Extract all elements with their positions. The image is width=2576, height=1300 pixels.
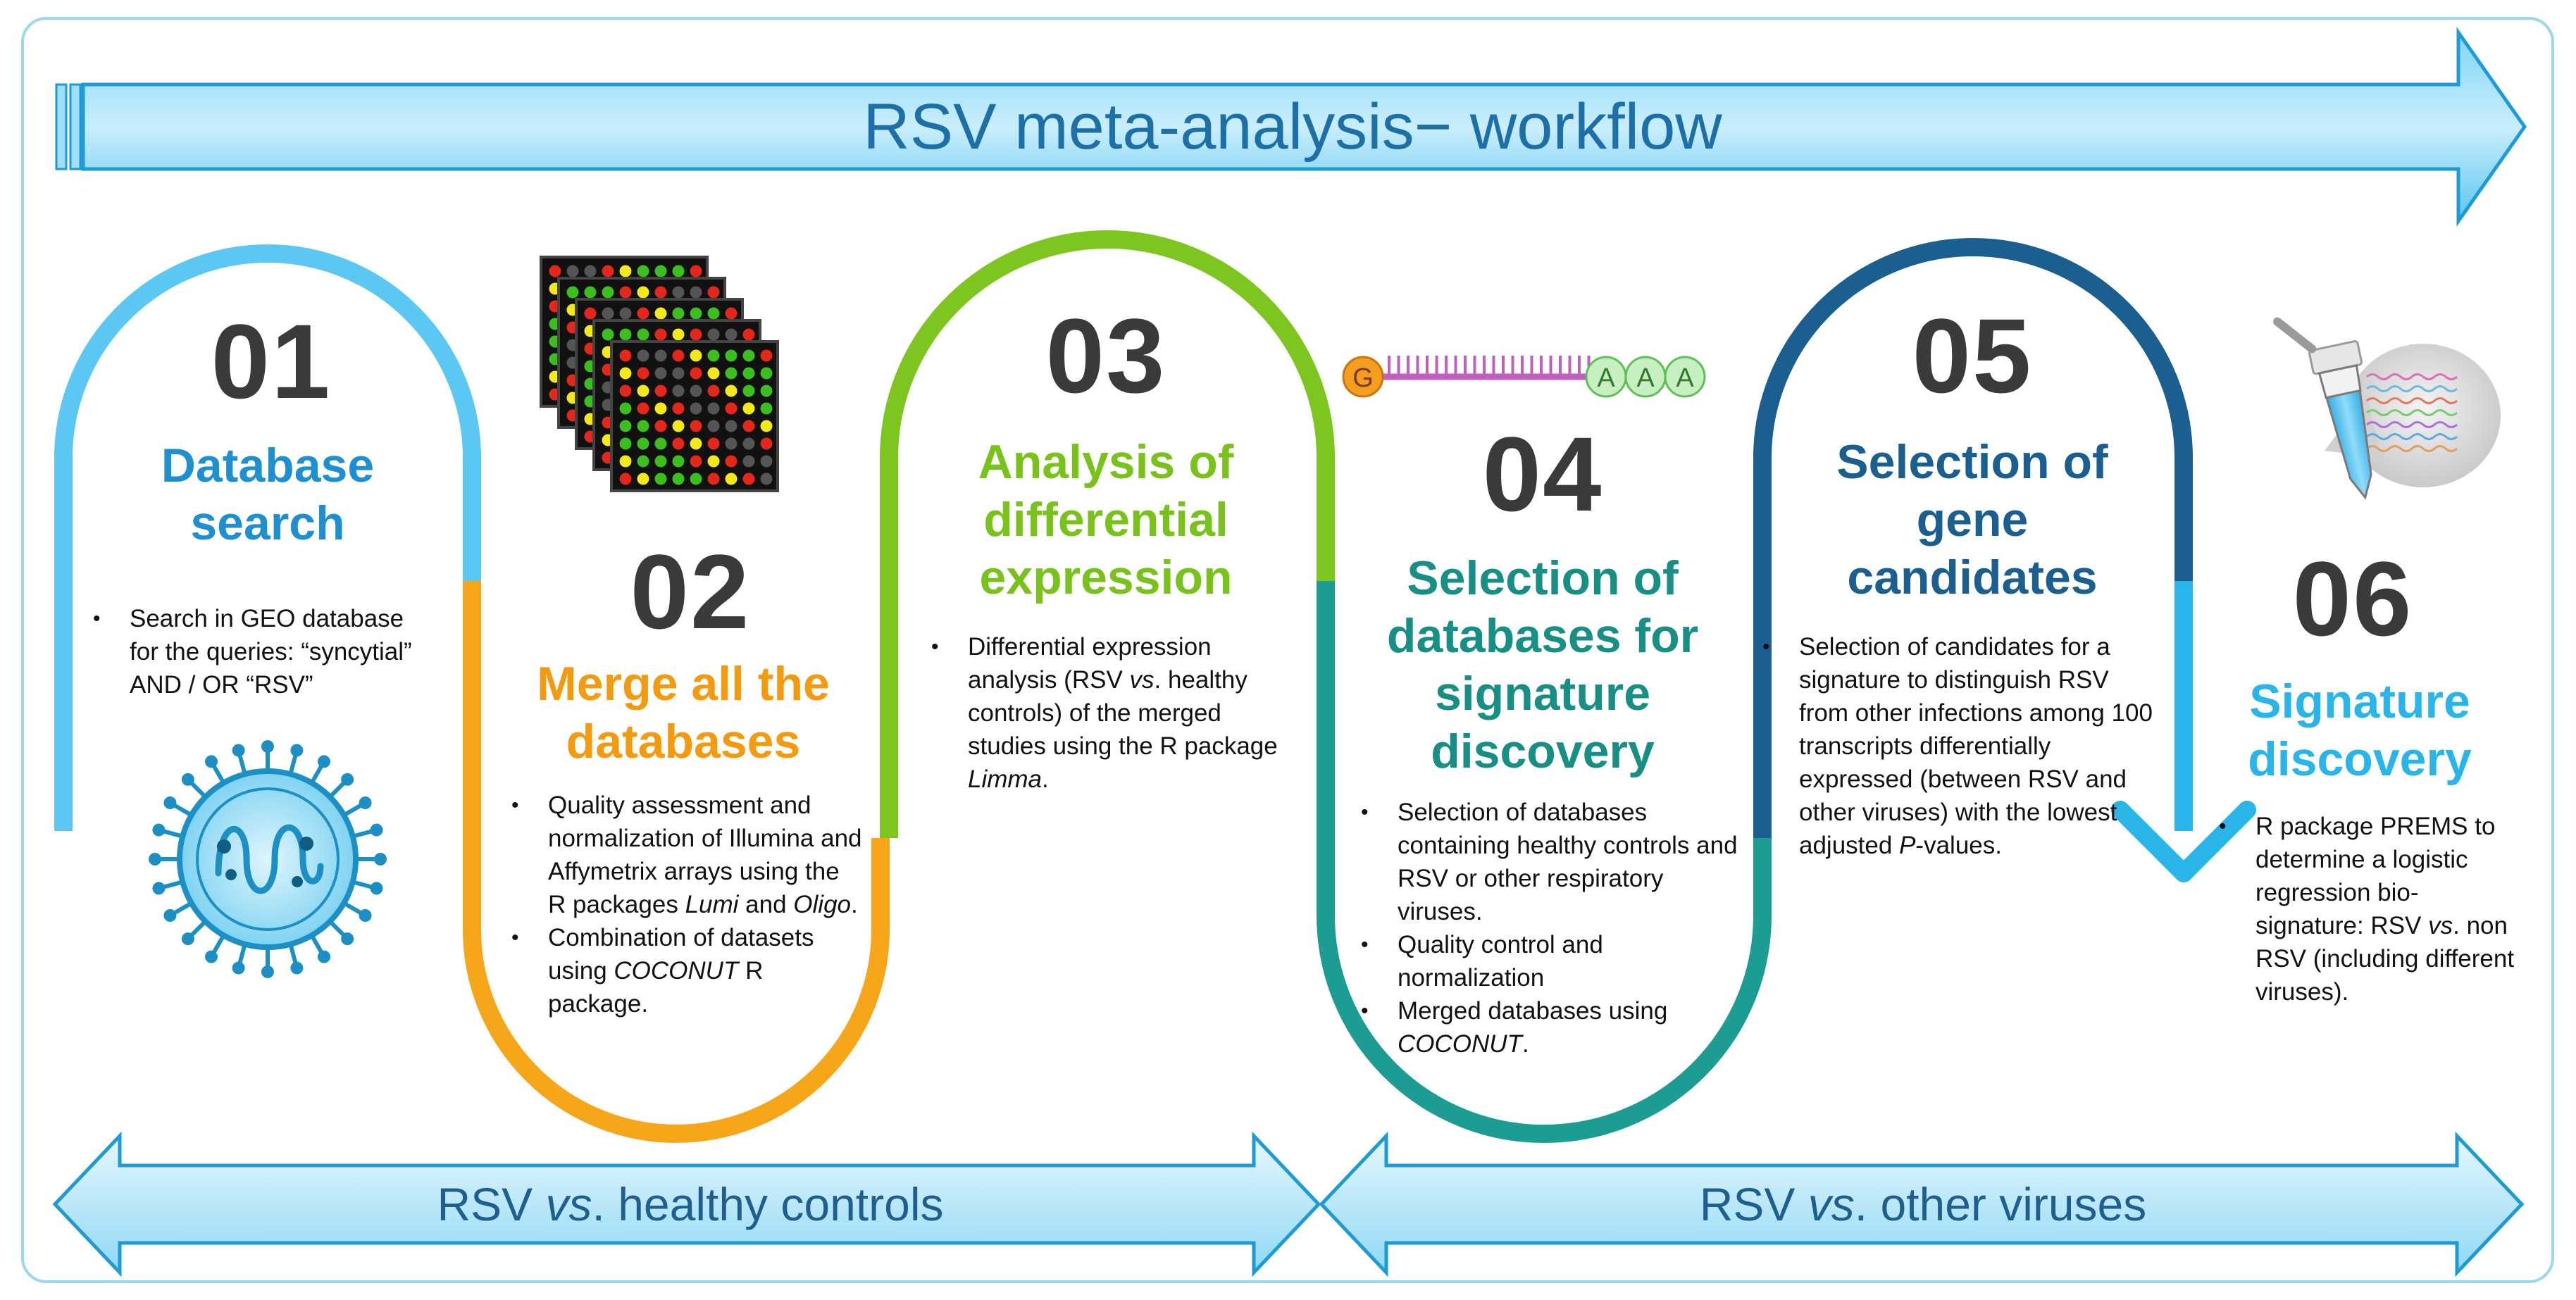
diagram-title: RSV meta-analysis− workflow: [863, 91, 1722, 163]
step03-number: 03: [1045, 296, 1166, 415]
step02-number: 02: [630, 532, 751, 651]
step04-number: 04: [1482, 415, 1603, 533]
step01-title-line2: search: [190, 496, 345, 550]
mrna-tail-label: A: [1636, 363, 1655, 393]
step04-bullets: Selection of databases containing health…: [1361, 796, 1741, 1061]
step01-bullets: Search in GEO database for the queries: …: [93, 602, 438, 701]
step04-bullet: Merged databases using COCONUT.: [1361, 994, 1741, 1061]
step03-title-line2: differential: [983, 493, 1228, 546]
step01-title-line1: Database: [161, 439, 375, 492]
step05-arch: [1753, 238, 2193, 838]
step03-arch-top: [880, 230, 1335, 838]
step02-title: Merge all the databases: [486, 655, 881, 770]
step06-title: Signature discovery: [2205, 673, 2515, 788]
mrna-tail-label: A: [1676, 363, 1694, 393]
title-banner-arrow: [55, 27, 2527, 227]
bottom-left-label: RSV vs. healthy controls: [437, 1178, 944, 1230]
step04-title-line3: signature: [1434, 667, 1651, 720]
step04-title-line2: databases for: [1386, 609, 1699, 663]
step05-title-line1: Selection of: [1836, 435, 2108, 489]
bottom-right-label: RSV vs. other viruses: [1699, 1178, 2147, 1230]
mrna-cap-circle: [1342, 356, 1384, 398]
step05-number: 05: [1912, 296, 2033, 415]
step01-arch: [54, 244, 481, 831]
step06-bullets: R package PREMS to determine a logistic …: [2219, 810, 2522, 1008]
step02-title-line2: databases: [566, 715, 801, 768]
step04-title: Selection of databases for signature dis…: [1331, 549, 1754, 780]
virus-icon: [149, 740, 387, 978]
step03-title-line3: expression: [979, 551, 1233, 604]
step04-bullet: Quality control and normalization: [1361, 928, 1741, 994]
step04-title-line1: Selection of: [1407, 551, 1679, 605]
step05-bullet: Selection of candidates for a signature …: [1762, 630, 2157, 862]
step02-bullets: Quality assessment and normalization of …: [511, 789, 864, 1020]
step04-bullet: Selection of databases containing health…: [1361, 796, 1741, 928]
microarray-plates-icon: [540, 256, 779, 492]
bottom-left-arrow: [52, 1131, 1321, 1277]
step06-bullet: R package PREMS to determine a logistic …: [2219, 810, 2522, 1008]
step03-bullet: Differential expression analysis (RSV vs…: [931, 630, 1298, 796]
mrna-tail-label: A: [1597, 363, 1615, 393]
step01-title: Database search: [70, 437, 465, 552]
bottom-right-arrow: [1319, 1131, 2525, 1277]
step02-bullet: Quality assessment and normalization of …: [511, 789, 864, 921]
step06-title-line2: discovery: [2248, 732, 2472, 786]
step03-title: Analysis of differential expression: [902, 433, 1310, 606]
step02-bullet: Combination of datasets using COCONUT R …: [511, 921, 864, 1020]
step03-bullets: Differential expression analysis (RSV vs…: [931, 630, 1298, 796]
step02-title-line1: Merge all the: [537, 657, 830, 711]
step05-title: Selection of gene candidates: [1768, 433, 2177, 606]
step03-title-line1: Analysis of: [978, 435, 1234, 489]
step04-title-line4: discovery: [1431, 725, 1655, 778]
step05-title-line2: gene: [1916, 493, 2029, 546]
step01-bullet: Search in GEO database for the queries: …: [93, 602, 438, 701]
step06-title-line1: Signature: [2249, 675, 2470, 728]
step01-number: 01: [211, 302, 332, 420]
step05-bullets: Selection of candidates for a signature …: [1762, 630, 2157, 862]
mrna-cap-label: G: [1352, 363, 1374, 393]
step06-number: 06: [2292, 539, 2413, 658]
sample-tube-icon: [2273, 317, 2501, 500]
step05-title-line3: candidates: [1847, 551, 2098, 604]
